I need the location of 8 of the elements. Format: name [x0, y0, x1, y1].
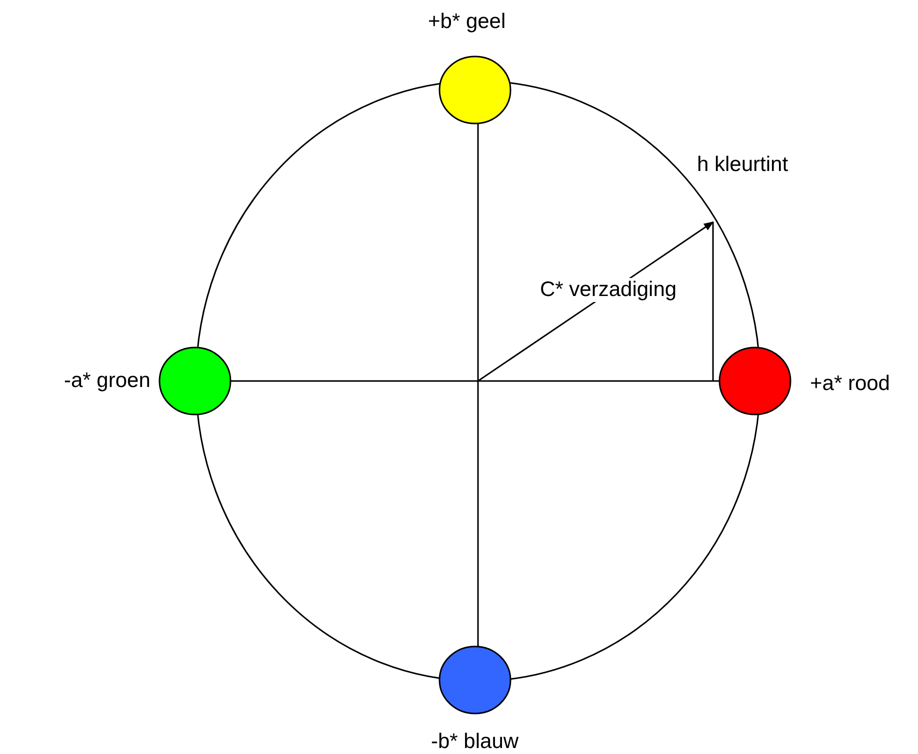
- axis-label: -a* groen: [64, 369, 150, 393]
- hue-label: h kleurtint: [697, 153, 788, 177]
- axis-label: -b* blauw: [431, 730, 519, 754]
- axis-label: +b* geel: [428, 10, 506, 34]
- chroma-label: C* verzadiging: [540, 278, 677, 302]
- axis-line: [230, 380, 720, 382]
- axis-line: [477, 124, 479, 646]
- axis-label: +a* rood: [810, 372, 890, 396]
